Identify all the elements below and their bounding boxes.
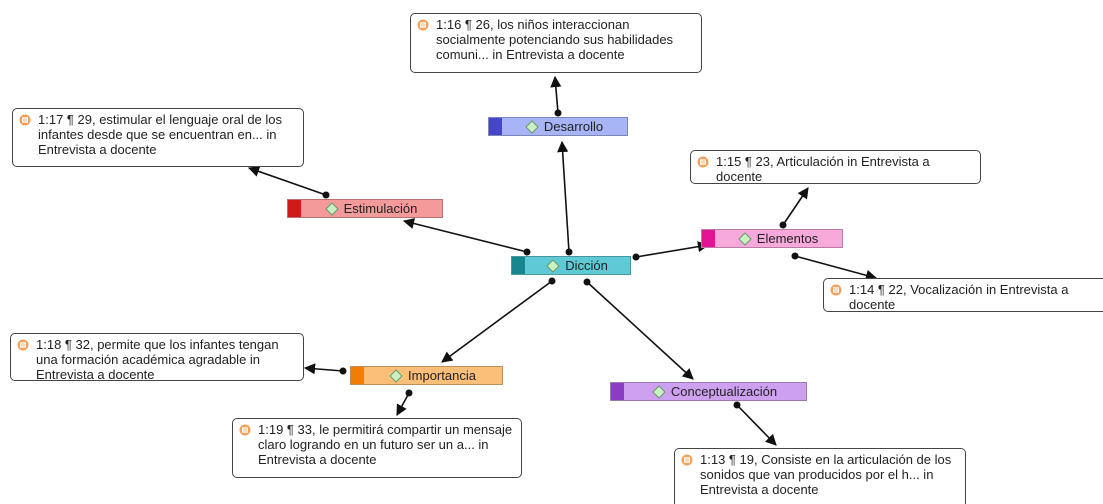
code-estimulacion[interactable]: Estimulación (287, 199, 443, 218)
quotation-text: 1:13 ¶ 19, Consiste en la articulación d… (700, 452, 952, 497)
quotation-text: 1:16 ¶ 26, los niños interaccionan socia… (436, 17, 674, 62)
code-diamond-icon (738, 231, 752, 246)
quotation-1-14[interactable]: 1:14 ¶ 22, Vocalización in Entrevista a … (823, 278, 1103, 312)
quotation-1-18[interactable]: 1:18 ¶ 32, permite que los infantes teng… (10, 333, 304, 381)
link-diccion-importancia (441, 280, 553, 363)
quotation-1-17[interactable]: 1:17 ¶ 29, estimular el lenguaje oral de… (12, 108, 304, 167)
quotation-icon (681, 454, 693, 466)
code-label: Desarrollo (543, 119, 604, 134)
link-elementos-q123 (782, 187, 809, 226)
quotation-text: 1:19 ¶ 33, le permitirá compartir un men… (258, 422, 513, 467)
code-color-stripe (611, 383, 624, 400)
link-diccion-desarrollo (557, 140, 570, 253)
link-diccion-elementos-dot (632, 253, 640, 261)
quotation-text: 1:15 ¶ 23, Articulación in Entrevista a … (716, 154, 930, 184)
link-elementos-q123-dot (779, 221, 787, 229)
quotation-icon (239, 424, 251, 436)
link-importancia-q132 (303, 363, 344, 375)
code-label: Elementos (756, 231, 819, 246)
code-diamond-icon (546, 258, 560, 273)
quotation-icon (19, 114, 31, 126)
code-color-stripe (351, 367, 364, 384)
link-importancia-q132-dot (339, 367, 347, 375)
link-diccion-estimulacion (402, 218, 528, 253)
code-color-stripe (288, 200, 301, 217)
link-importancia-q133-dot (405, 389, 413, 397)
code-desarrollo[interactable]: Desarrollo (488, 117, 628, 136)
link-diccion-importancia-dot (548, 277, 556, 285)
code-diamond-icon (324, 201, 339, 216)
code-label: Estimulación (343, 201, 418, 216)
quotation-text: 1:14 ¶ 22, Vocalización in Entrevista a … (849, 282, 1069, 312)
link-importancia-q133 (396, 392, 410, 416)
link-elementos-q122 (794, 255, 878, 281)
link-desarrollo-q126 (550, 75, 562, 114)
code-diccion[interactable]: Dicción (511, 256, 631, 275)
link-diccion-conceptualizacion (586, 281, 694, 380)
quotation-icon (17, 339, 29, 351)
link-estimulacion-q129-dot (322, 191, 330, 199)
code-diamond-icon (525, 119, 539, 134)
code-diamond-icon (652, 384, 666, 399)
quotation-icon (697, 156, 709, 168)
link-elementos-q122-dot (791, 252, 799, 260)
quotation-text: 1:18 ¶ 32, permite que los infantes teng… (36, 337, 279, 381)
code-importancia[interactable]: Importancia (350, 366, 503, 385)
code-label: Dicción (565, 258, 608, 273)
code-color-stripe (702, 230, 715, 247)
link-diccion-desarrollo-dot (565, 248, 573, 256)
quotation-icon (830, 284, 842, 296)
code-diamond-icon (389, 368, 403, 383)
link-estimulacion-q129 (247, 166, 327, 196)
code-label: Conceptualización (670, 384, 778, 399)
link-diccion-estimulacion-dot (523, 248, 531, 256)
quotation-icon (417, 19, 429, 31)
link-conceptualizacion-q119-dot (733, 401, 741, 409)
code-conceptualizacion[interactable]: Conceptualización (610, 382, 807, 401)
code-color-stripe (512, 257, 525, 274)
link-diccion-elementos (635, 241, 710, 258)
code-elementos[interactable]: Elementos (701, 229, 843, 248)
quotation-1-16[interactable]: 1:16 ¶ 26, los niños interaccionan socia… (410, 13, 702, 73)
quotation-1-13[interactable]: 1:13 ¶ 19, Consiste en la articulación d… (674, 448, 966, 504)
code-color-stripe (489, 118, 502, 135)
link-desarrollo-q126-dot (554, 109, 562, 117)
link-diccion-conceptualizacion-dot (583, 278, 591, 286)
quotation-text: 1:17 ¶ 29, estimular el lenguaje oral de… (38, 112, 283, 157)
quotation-1-19[interactable]: 1:19 ¶ 33, le permitirá compartir un men… (232, 418, 522, 478)
code-label: Importancia (408, 368, 476, 383)
quotation-1-15[interactable]: 1:15 ¶ 23, Articulación in Entrevista a … (690, 150, 981, 184)
link-conceptualizacion-q119 (736, 404, 777, 446)
